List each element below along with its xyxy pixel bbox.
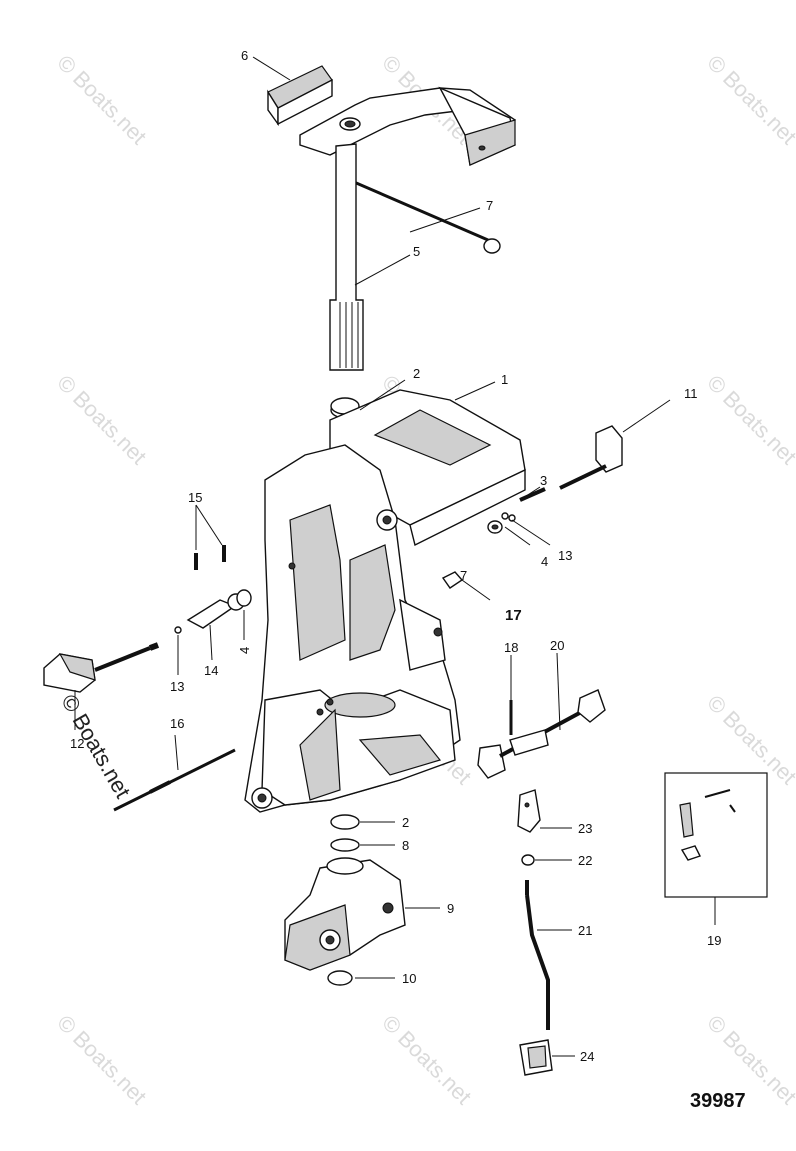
part-24-bracket [519, 1039, 553, 1076]
part-22-clip [521, 854, 535, 866]
callout-21: 21 [578, 923, 592, 938]
callout-13-left: 13 [170, 679, 184, 694]
callout-labels: 6 7 5 2 1 11 3 4 13 7 17 15 14 13 4 12 1… [70, 48, 721, 1064]
part-1-swivel-bracket [244, 389, 526, 813]
callout-17: 17 [505, 607, 522, 624]
part-15-pins [194, 545, 226, 570]
part-19-kit-box [664, 772, 768, 925]
part-2-bushing-bottom [330, 814, 360, 830]
part-7-bolt [336, 171, 501, 254]
part-9-clamp-bracket [284, 857, 406, 971]
callout-15: 15 [188, 490, 202, 505]
part-8-washer [330, 838, 360, 852]
callout-1: 1 [501, 372, 508, 387]
part-3-pin [501, 487, 546, 522]
callout-2-bottom: 2 [402, 815, 409, 830]
part-7-steering-arm [299, 86, 517, 167]
callout-20: 20 [550, 638, 564, 653]
callout-22: 22 [578, 853, 592, 868]
part-12-hook-bolt [43, 626, 182, 693]
callout-19: 19 [707, 933, 721, 948]
callout-7: 7 [486, 198, 493, 213]
callout-12: 12 [70, 736, 84, 751]
diagram-reference-number: 39987 [690, 1090, 746, 1112]
part-5-steering-shaft [329, 143, 364, 371]
part-14-trunnion [186, 589, 252, 629]
callout-11: 11 [684, 386, 698, 401]
callout-7-small: 7 [460, 568, 467, 583]
part-20-shift-lever [477, 689, 606, 779]
callout-13-right: 13 [558, 548, 572, 563]
callout-18: 18 [504, 640, 518, 655]
part-6-pad [267, 65, 333, 127]
part-4-washer-right [487, 520, 503, 534]
part-16-rod [113, 748, 236, 812]
callout-9: 9 [447, 901, 454, 916]
part-11-hook-bolt [559, 425, 623, 490]
part-10-washer [327, 970, 353, 986]
callout-5: 5 [413, 244, 420, 259]
callout-6: 6 [241, 48, 248, 63]
callout-2-top: 2 [413, 366, 420, 381]
callout-4-left: 4 [237, 647, 252, 654]
part-23-connector [517, 789, 541, 833]
part-21-shift-rod [525, 880, 550, 1030]
callout-10: 10 [402, 971, 416, 986]
callout-16: 16 [170, 716, 184, 731]
callout-14: 14 [204, 663, 218, 678]
callout-3: 3 [540, 473, 547, 488]
callout-24: 24 [580, 1049, 594, 1064]
callout-4-right: 4 [541, 554, 548, 569]
leader-lines [74, 56, 671, 1057]
callout-23: 23 [578, 821, 592, 836]
callout-8: 8 [402, 838, 409, 853]
